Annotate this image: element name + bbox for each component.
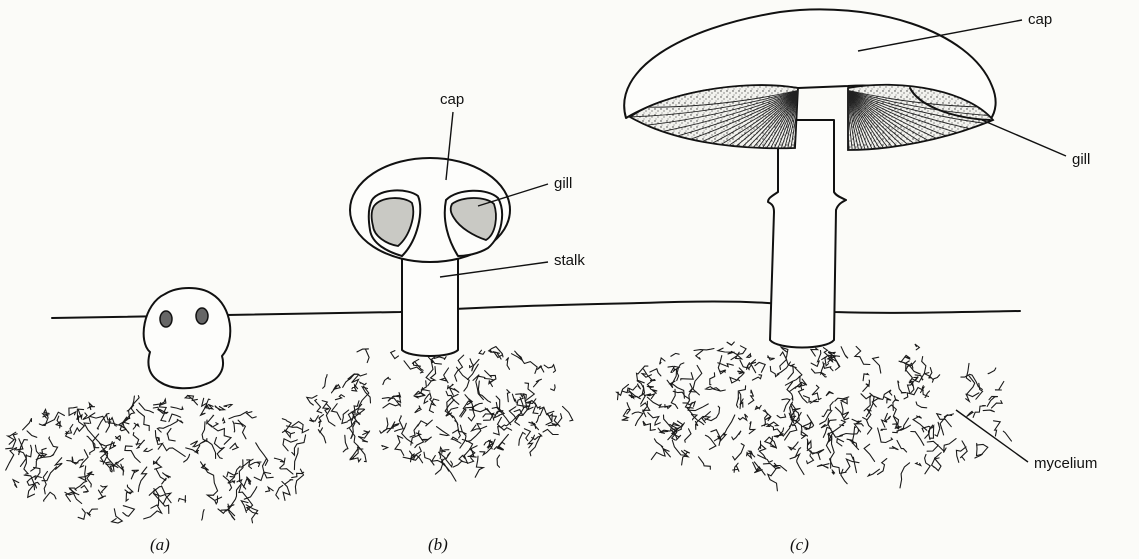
stage-a-gill-spot-left — [160, 311, 172, 327]
stage-c-mature-mushroom: cap gill mycelium (c) — [580, 9, 1097, 554]
stage-c-caption: (c) — [790, 535, 809, 554]
stage-b-gill-label: gill — [554, 175, 572, 192]
stage-a-gill-spot-right — [196, 308, 208, 324]
stage-c-mycelium-label: mycelium — [1034, 455, 1097, 472]
stage-c-mycelium-leader — [956, 410, 1028, 462]
stage-b-mycelium — [307, 347, 573, 482]
stage-b-caption: (b) — [428, 535, 448, 554]
stage-a-primordium — [144, 288, 231, 388]
stage-b-stalk — [402, 250, 458, 356]
stage-b-young-mushroom: cap gill stalk (b) — [307, 91, 586, 554]
stage-c-cap-label: cap — [1028, 11, 1052, 28]
stage-c-gill-label: gill — [1072, 151, 1090, 168]
stage-c-gill-leader — [982, 120, 1066, 156]
stage-a-button: (a) — [6, 288, 309, 554]
stage-a-caption: (a) — [150, 535, 170, 554]
stage-c-mycelium — [617, 342, 1012, 491]
stage-b-cap-label: cap — [440, 91, 464, 108]
stage-b-stalk-label: stalk — [554, 252, 585, 269]
stage-c-stalk — [768, 120, 846, 348]
stage-a-mycelium — [6, 395, 309, 523]
